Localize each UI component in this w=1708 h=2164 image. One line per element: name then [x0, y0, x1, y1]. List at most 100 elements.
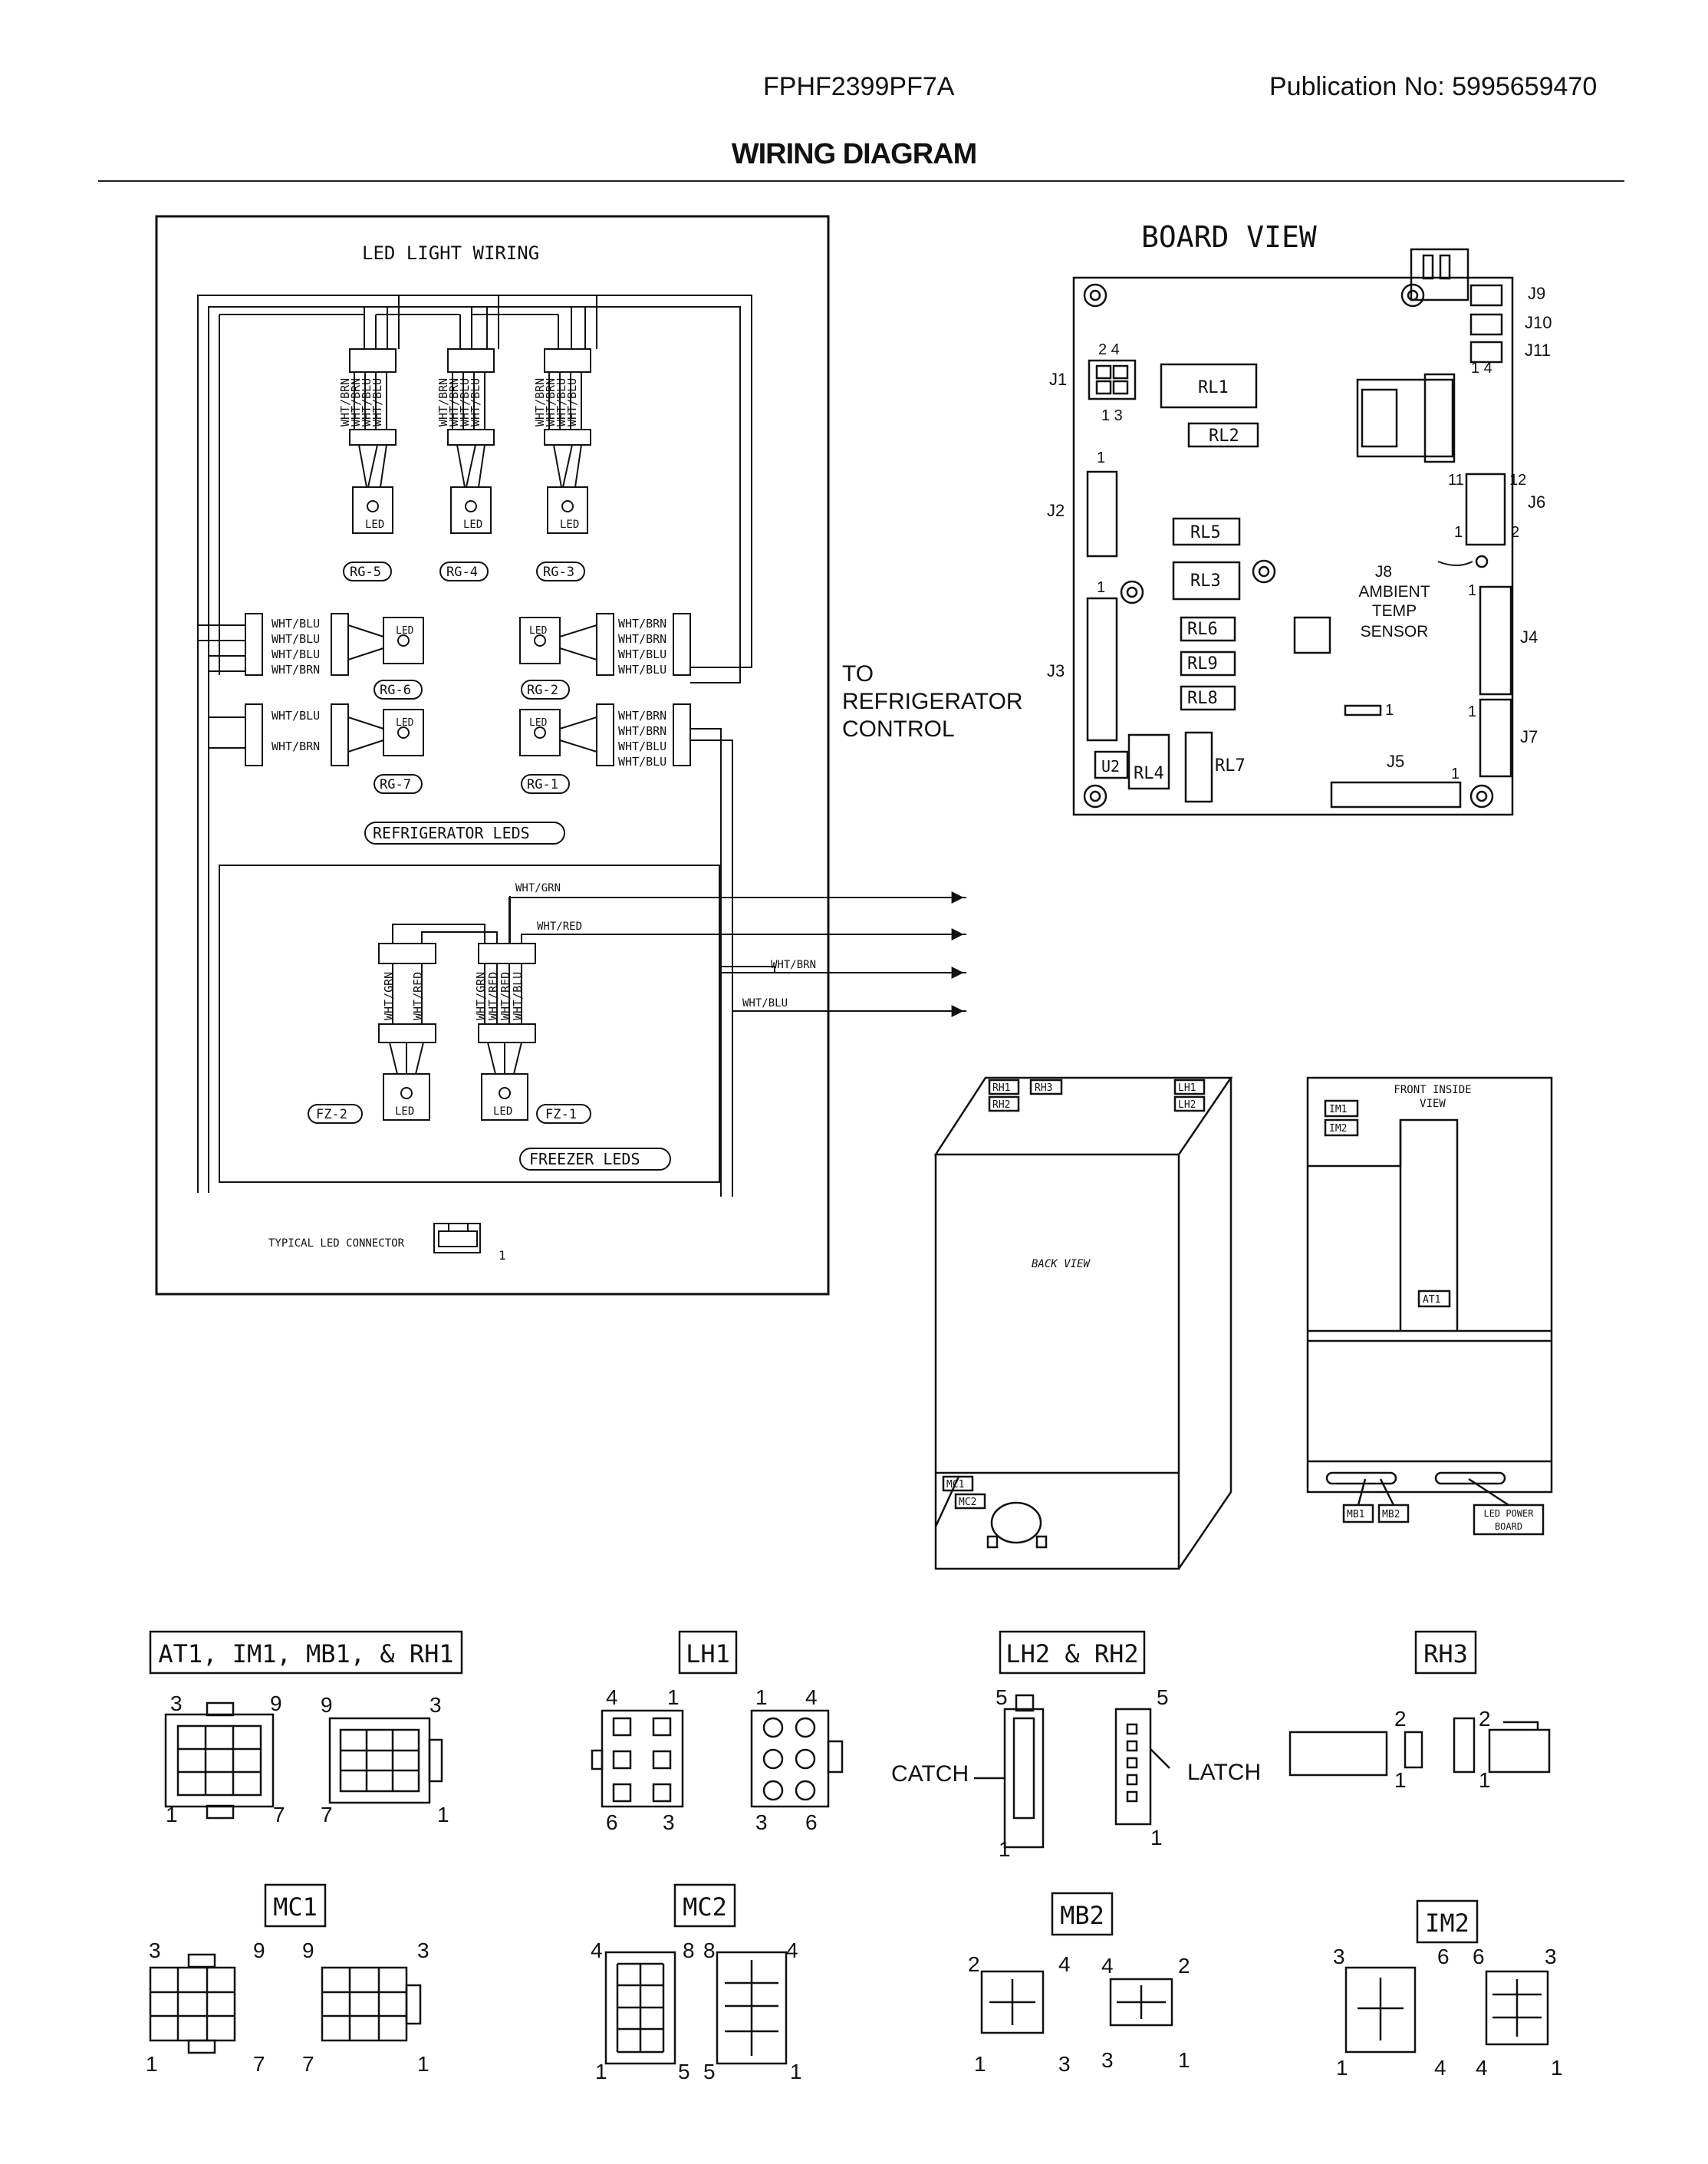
pin-number: 9 — [302, 1938, 314, 1962]
to-control-line1: TO — [842, 661, 874, 687]
legend-im2: IM2 — [1425, 1909, 1469, 1938]
pin-number: 1 — [595, 2060, 607, 2083]
led-id-rg3: RG-3 — [543, 565, 574, 580]
pin-number: 6 — [1473, 1945, 1485, 1968]
wire-label: WHT/RED — [411, 972, 425, 1020]
wire-label: WHT/GRN — [382, 972, 396, 1020]
back-view-label: BACK VIEW — [1032, 1258, 1091, 1270]
tag-lh2: LH2 — [1178, 1099, 1196, 1111]
out-wire-label: WHT/BRN — [771, 959, 816, 971]
relay-rl3: RL3 — [1190, 571, 1221, 591]
pin-number: 6 — [1437, 1945, 1450, 1968]
pin-number: 7 — [302, 2052, 314, 2076]
page-title: WIRING DIAGRAM — [731, 138, 978, 170]
pin-number: 1 — [999, 1837, 1011, 1861]
sensor-line: SENSOR — [1361, 623, 1429, 641]
pin-number: 4 — [591, 1938, 603, 1962]
pin-number: 1 — [437, 1803, 449, 1826]
pin-number: 1 — [1150, 1826, 1163, 1849]
wire-label: WHT/BLU — [555, 378, 568, 427]
wire-label: WHT/BRN — [618, 709, 666, 723]
tag-mc2: MC2 — [959, 1497, 976, 1508]
pin-number: 5 — [703, 2060, 716, 2083]
led-id-fz2: FZ-2 — [316, 1107, 347, 1122]
pin-label: 12 — [1509, 472, 1526, 489]
wire-label: WHT/BRN — [349, 378, 363, 427]
led-id-rg7: RG-7 — [380, 777, 411, 792]
pin-number: 1 — [790, 2060, 802, 2083]
pin-label: 1 — [1468, 582, 1476, 599]
pin-number: 7 — [321, 1803, 333, 1826]
pin-number: 2 — [1178, 1954, 1190, 1978]
tag-lh1: LH1 — [1178, 1082, 1196, 1094]
connector-j5: J5 — [1387, 752, 1404, 771]
tag-rh2: RH2 — [992, 1099, 1010, 1111]
pin-number: 3 — [417, 1938, 429, 1962]
pin-label: 1 3 — [1101, 407, 1123, 424]
pin-label: 2 4 — [1098, 341, 1120, 358]
pin-label: 1 — [1385, 702, 1394, 719]
led-id-rg5: RG-5 — [350, 565, 381, 580]
legend-rh3: RH3 — [1423, 1639, 1468, 1668]
wire-label: WHT/BLU — [618, 663, 666, 677]
wire-label: WHT/BLU — [618, 755, 666, 769]
pin-number: 7 — [253, 2052, 265, 2076]
tag-mb1: MB1 — [1347, 1509, 1364, 1520]
connector-drawings — [149, 1694, 1551, 2065]
wire-label: WHT/BRN — [272, 739, 320, 753]
tag-rh1: RH1 — [992, 1082, 1010, 1094]
led-label: LED — [463, 519, 482, 531]
pin-number: 1 — [1479, 1768, 1491, 1792]
sensor-line: TEMP — [1372, 602, 1417, 620]
pin-number: 9 — [253, 1938, 265, 1962]
tag-at1: AT1 — [1423, 1294, 1440, 1306]
wire-label: WHT/BRN — [618, 632, 666, 646]
typical-connector-label: TYPICAL LED CONNECTOR — [268, 1237, 405, 1250]
connector-j3: J3 — [1047, 661, 1065, 680]
pin-number: 1 — [1551, 2056, 1563, 2080]
relay-rl8: RL8 — [1187, 689, 1218, 708]
front-view-label: FRONT INSIDE — [1394, 1084, 1471, 1096]
chip-u2: U2 — [1101, 757, 1120, 776]
wire-label: WHT/BRN — [436, 378, 450, 427]
catch-label: CATCH — [891, 1761, 969, 1787]
pin-number: 2 — [1394, 1707, 1407, 1731]
pin-number: 1 — [667, 1685, 680, 1709]
wire-label: WHT/BLU — [272, 632, 320, 646]
pin-number: 4 — [1434, 2056, 1446, 2080]
out-wire-label: WHT/RED — [537, 921, 582, 933]
wire-label: WHT/BLU — [618, 739, 666, 753]
pin-label: 1 — [1451, 766, 1460, 782]
led-label: LED — [396, 625, 414, 637]
pin-number: 1 — [166, 1803, 178, 1826]
pin-number: 6 — [805, 1810, 818, 1834]
wire-label: WHT/BLU — [565, 378, 579, 427]
connector-j2: J2 — [1047, 501, 1065, 520]
pin-number: 4 — [805, 1685, 818, 1709]
wire-label: WHT/BLU — [272, 617, 320, 631]
wire-label: WHT/BLU — [618, 647, 666, 661]
led-id-fz1: FZ-1 — [545, 1107, 577, 1122]
pin-number: 3 — [429, 1693, 442, 1717]
connector-j1: J1 — [1049, 370, 1067, 389]
output-wires — [721, 891, 964, 1017]
title-rule — [98, 180, 1624, 182]
wire-label: WHT/BRN — [544, 378, 558, 427]
pin-number: 7 — [273, 1803, 285, 1826]
pin-number: 4 — [1476, 2056, 1488, 2080]
sensor-line: J8 — [1375, 563, 1392, 581]
pin-number: 1 — [1336, 2056, 1348, 2080]
pin-label: 1 — [1468, 703, 1476, 720]
led-label: LED — [396, 717, 414, 729]
board-view-title: BOARD VIEW — [1141, 220, 1317, 254]
legend-mc2: MC2 — [683, 1892, 727, 1922]
wire-label: WHT/BRN — [447, 378, 461, 427]
front-view-label: VIEW — [1420, 1098, 1446, 1110]
relay-rl6: RL6 — [1187, 620, 1218, 639]
model-number: FPHF2399PF7A — [763, 72, 955, 101]
tag-mc1: MC1 — [946, 1479, 964, 1490]
pin-number: 2 — [1479, 1707, 1491, 1731]
back-view-cabinet — [933, 1076, 1233, 1570]
relay-rl7: RL7 — [1215, 756, 1246, 776]
